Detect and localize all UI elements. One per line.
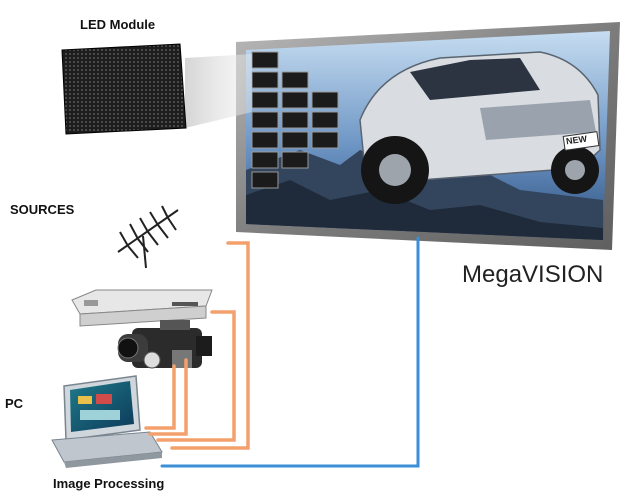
sources-label: SOURCES: [10, 202, 75, 217]
antenna-icon: [117, 205, 179, 269]
image-processing-label: Image Processing: [53, 476, 165, 491]
cable-dvd: [156, 310, 236, 442]
megavision-label: MegaVISION: [462, 261, 604, 288]
dvd-player-icon: [71, 289, 213, 327]
cable-camcorder-1: [148, 358, 188, 436]
cable-camcorder-2: [144, 364, 176, 430]
cable-signal: [160, 236, 420, 468]
megavision-display: [236, 22, 620, 250]
camcorder-icon: [117, 320, 212, 369]
led-module-icon: [61, 43, 187, 135]
cable-antenna: [170, 241, 250, 450]
computer-icon: [51, 375, 163, 468]
projection-beam: [185, 54, 252, 128]
cables: [144, 236, 420, 468]
module-grid: [251, 51, 339, 189]
led-module-label: LED Module: [80, 17, 156, 32]
pc-label: PC: [5, 396, 24, 411]
suv-image: [359, 51, 601, 204]
